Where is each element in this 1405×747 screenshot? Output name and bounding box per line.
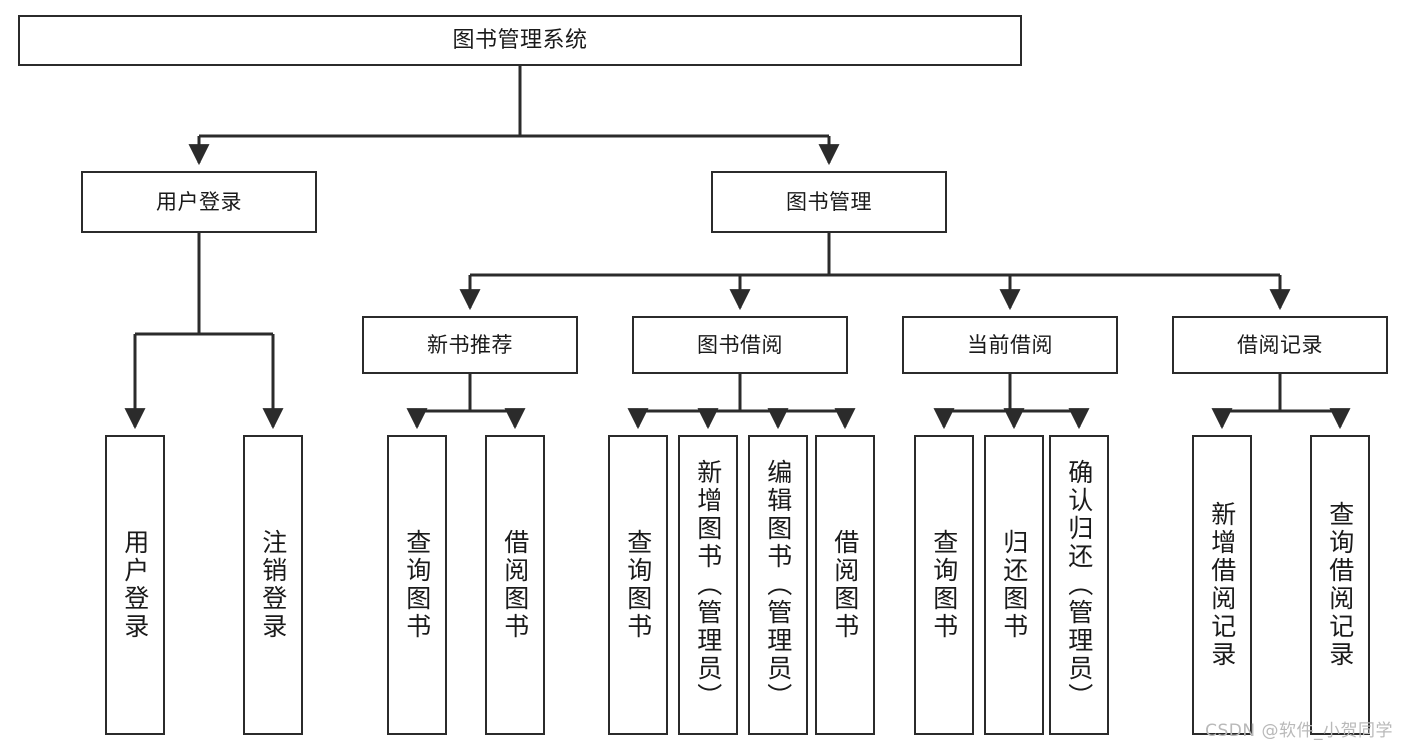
node-leaf-edit-book[interactable]: 编辑图书（管理员） [748, 435, 808, 735]
node-leaf-borrow-book-1[interactable]: 借阅图书 [485, 435, 545, 735]
node-book-borrow[interactable]: 图书借阅 [632, 316, 848, 374]
node-leaf-add-record[interactable]: 新增借阅记录 [1192, 435, 1252, 735]
node-leaf-query-book-1[interactable]: 查询图书 [387, 435, 447, 735]
node-book-borrow-label: 图书借阅 [697, 332, 783, 357]
node-leaf-edit-book-label: 编辑图书（管理员） [763, 459, 793, 711]
node-new-book-rec[interactable]: 新书推荐 [362, 316, 578, 374]
node-leaf-user-login-label: 用户登录 [120, 529, 150, 641]
node-leaf-return-book-label: 归还图书 [999, 529, 1029, 641]
node-leaf-add-book[interactable]: 新增图书（管理员） [678, 435, 738, 735]
node-leaf-add-record-label: 新增借阅记录 [1207, 501, 1237, 669]
node-leaf-borrow-book-2[interactable]: 借阅图书 [815, 435, 875, 735]
node-borrow-record[interactable]: 借阅记录 [1172, 316, 1388, 374]
node-leaf-query-book-3[interactable]: 查询图书 [914, 435, 974, 735]
node-leaf-logout[interactable]: 注销登录 [243, 435, 303, 735]
node-leaf-query-record[interactable]: 查询借阅记录 [1310, 435, 1370, 735]
node-leaf-user-login[interactable]: 用户登录 [105, 435, 165, 735]
node-borrow-record-label: 借阅记录 [1237, 332, 1323, 357]
node-current-borrow-label: 当前借阅 [967, 332, 1053, 357]
node-new-book-rec-label: 新书推荐 [427, 332, 513, 357]
node-leaf-query-book-1-label: 查询图书 [402, 529, 432, 641]
node-root-label: 图书管理系统 [452, 27, 588, 53]
node-leaf-confirm-return[interactable]: 确认归还（管理员） [1049, 435, 1109, 735]
watermark: CSDN @软件_小贺同学 [1205, 721, 1393, 741]
node-user-login-label: 用户登录 [156, 189, 242, 214]
node-user-login[interactable]: 用户登录 [81, 171, 317, 233]
node-leaf-borrow-book-1-label: 借阅图书 [500, 529, 530, 641]
node-leaf-query-book-2-label: 查询图书 [623, 529, 653, 641]
node-leaf-query-book-2[interactable]: 查询图书 [608, 435, 668, 735]
node-book-manage-label: 图书管理 [786, 189, 872, 214]
node-book-manage[interactable]: 图书管理 [711, 171, 947, 233]
node-current-borrow[interactable]: 当前借阅 [902, 316, 1118, 374]
node-leaf-confirm-return-label: 确认归还（管理员） [1064, 459, 1094, 711]
node-leaf-borrow-book-2-label: 借阅图书 [830, 529, 860, 641]
node-leaf-query-record-label: 查询借阅记录 [1325, 501, 1355, 669]
node-root[interactable]: 图书管理系统 [18, 15, 1022, 66]
node-leaf-logout-label: 注销登录 [258, 529, 288, 641]
node-leaf-add-book-label: 新增图书（管理员） [693, 459, 723, 711]
node-leaf-query-book-3-label: 查询图书 [929, 529, 959, 641]
node-leaf-return-book[interactable]: 归还图书 [984, 435, 1044, 735]
